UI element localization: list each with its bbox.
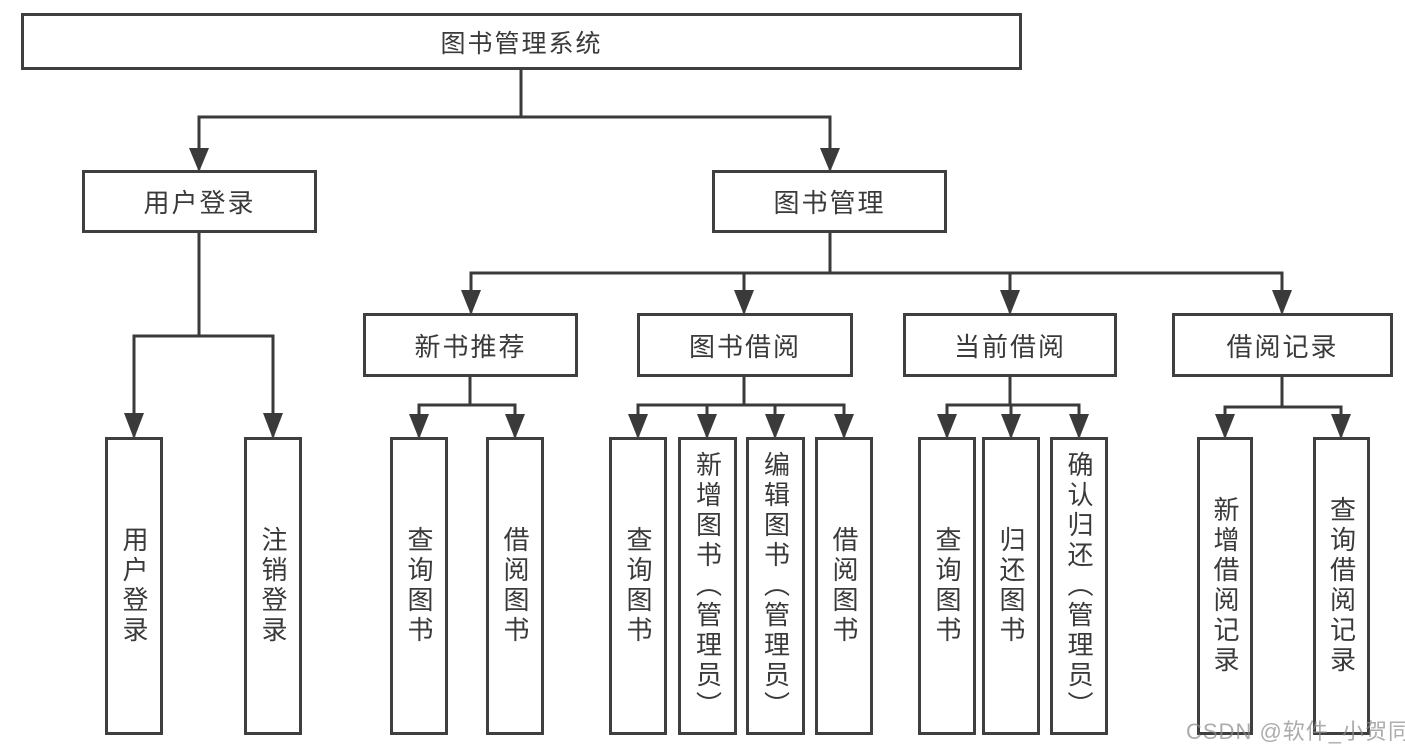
leaf-query-books-3: 查询图书 [918,437,976,735]
node-new-book-recommend: 新书推荐 [363,313,578,377]
leaf-add-books-admin: 新增图书（管理员） [678,437,737,735]
leaf-add-borrow-record: 新增借阅记录 [1197,437,1253,735]
node-label: 用户登录 [119,526,149,646]
leaf-edit-books-admin: 编辑图书（管理员） [746,437,805,735]
node-label: 查询图书 [404,526,434,646]
node-label: 查询图书 [932,526,962,646]
node-label: 归还图书 [996,526,1026,646]
leaf-query-books-1: 查询图书 [390,437,448,735]
node-label: 图书借阅 [688,331,801,362]
leaf-user-login: 用户登录 [105,437,163,735]
node-label: 用户登录 [143,188,256,218]
node-label: 查询借阅记录 [1326,496,1357,676]
node-label: 图书管理系统 [440,29,603,58]
leaf-confirm-return-admin: 确认归还（管理员） [1050,437,1108,735]
leaf-logout: 注销登录 [244,437,302,735]
node-label: 新增借阅记录 [1210,496,1240,676]
leaf-return-books: 归还图书 [982,437,1040,735]
leaf-query-borrow-record: 查询借阅记录 [1313,437,1370,735]
node-label: 确认归还（管理员） [1064,451,1094,721]
csdn-watermark: CSDN @软件_小贺同学 [1186,719,1405,744]
node-label: 新增图书（管理员） [692,451,723,721]
node-borrow-record: 借阅记录 [1172,313,1393,377]
node-book-management: 图书管理 [712,170,947,233]
node-label: 当前借阅 [953,331,1066,362]
node-label: 借阅记录 [1226,331,1339,362]
node-label: 借阅图书 [500,526,530,646]
node-label: 图书管理 [773,188,886,218]
leaf-borrow-books-2: 借阅图书 [815,437,873,735]
node-book-borrow: 图书借阅 [637,313,853,377]
node-user-login: 用户登录 [82,170,317,233]
leaf-query-books-2: 查询图书 [609,437,667,735]
node-root-library-system: 图书管理系统 [21,13,1022,70]
node-label: 新书推荐 [414,331,527,362]
node-label: 编辑图书（管理员） [760,451,791,721]
node-current-borrow: 当前借阅 [903,313,1117,377]
node-label: 注销登录 [258,526,288,646]
leaf-borrow-books-1: 借阅图书 [486,437,544,735]
node-label: 借阅图书 [829,526,859,646]
node-label: 查询图书 [623,526,653,646]
